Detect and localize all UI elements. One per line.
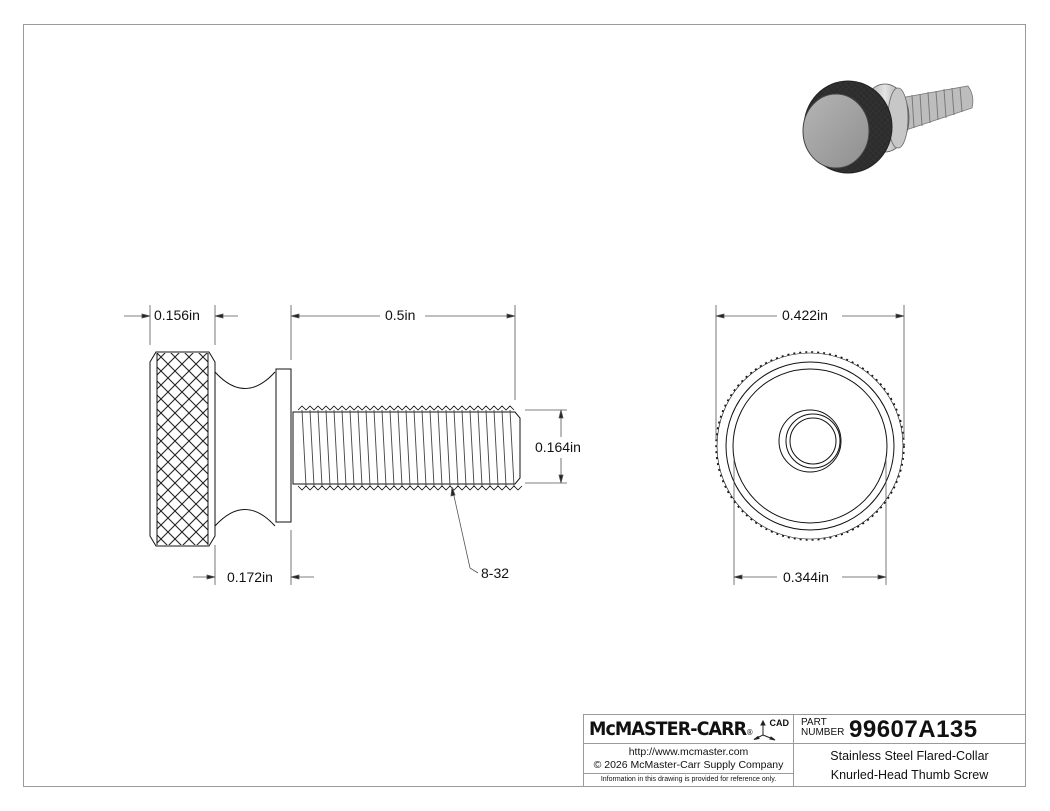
description-line-2: Knurled-Head Thumb Screw [830,768,989,782]
disclaimer-text: Information in this drawing is provided … [584,774,794,786]
thread-callout: 8-32 [481,565,510,581]
title-block: McMASTER-CARR® CAD PART NUMBER 99607A135… [583,714,1026,787]
part-number-label: PART NUMBER [801,717,845,738]
end-view-dimensions [715,305,905,585]
part-number: 99607A135 [849,716,978,743]
drawing-sheet-border [23,24,1026,787]
isometric-view [802,80,974,174]
brand-logo: McMASTER-CARR® [589,718,754,740]
description-line-1: Stainless Steel Flared-Collar [830,749,989,763]
cad-label: CAD [769,718,790,728]
side-view-dimensions [124,305,567,585]
part-description: Stainless Steel Flared-Collar Knurled-He… [794,744,1025,786]
part-number-cell: PART NUMBER 99607A135 [794,715,1025,744]
dim-collar-diameter: 0.344in [783,569,829,585]
dim-collar-width: 0.172in [227,569,273,585]
copyright-text: © 2026 McMaster-Carr Supply Company [593,759,784,771]
brand-logo-cell: McMASTER-CARR® CAD [584,715,794,744]
company-info-cell: http://www.mcmaster.com © 2026 McMaster-… [584,744,794,774]
dim-thread-length: 0.5in [385,307,416,323]
dim-head-diameter: 0.422in [782,307,828,323]
side-view [149,351,523,547]
website-link[interactable]: http://www.mcmaster.com [628,746,749,758]
cad-axes-icon [753,719,776,741]
end-view [715,351,905,541]
dim-head-width: 0.156in [154,307,200,323]
dim-thread-diameter: 0.164in [535,439,581,455]
